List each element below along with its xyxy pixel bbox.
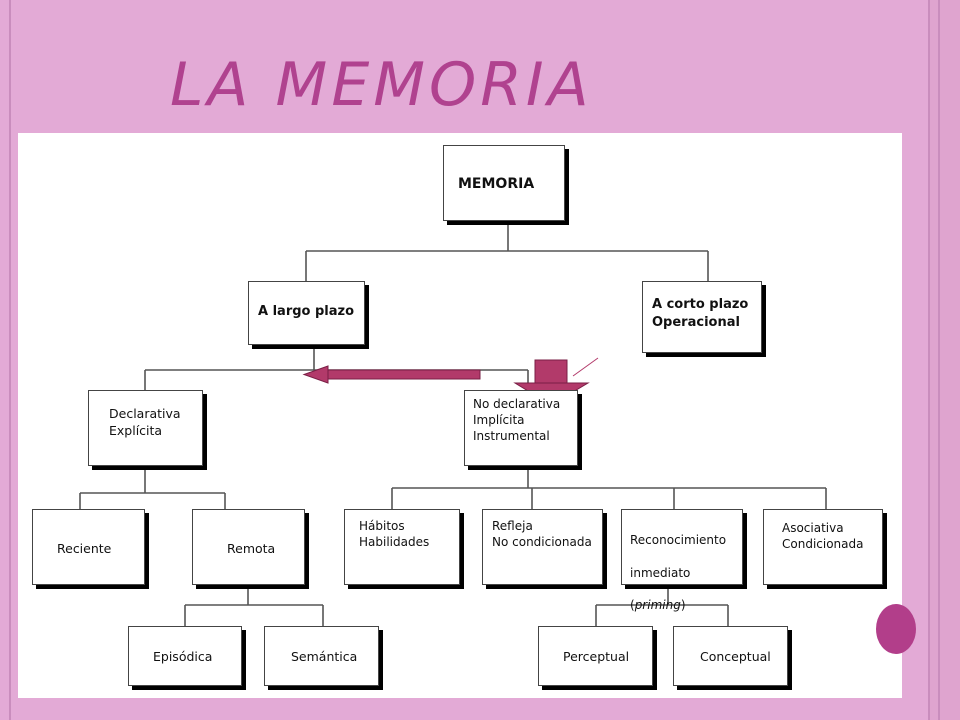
node-remote-label: Remota [227,541,276,556]
node-associative: Asociativa Condicionada [763,509,883,585]
node-non-declarative-label: No declarativa Implícita Instrumental [473,397,561,444]
node-conceptual: Conceptual [673,626,788,686]
node-remote: Remota [192,509,305,585]
node-reflex-label: Refleja No condicionada [492,519,592,550]
node-semantic: Semántica [264,626,379,686]
node-memoria-label: MEMORIA [458,176,535,192]
node-long-term-label: A largo plazo [258,304,355,319]
node-perceptual-label: Perceptual [563,649,630,664]
slide-title: LA MEMORIA [170,50,593,120]
recognition-line-1: Reconocimiento [630,533,727,548]
memory-diagram: MEMORIA A largo plazo A corto plazo Oper… [18,133,902,698]
node-perceptual: Perceptual [538,626,653,686]
right-decorative-band [928,0,960,720]
node-episodic: Episódica [128,626,242,686]
recognition-priming: priming [634,597,681,612]
decorative-circle [876,604,916,654]
node-long-term: A largo plazo [248,281,365,345]
recognition-paren-close: ) [680,597,686,612]
recognition-paren-open: ( [630,597,635,612]
node-short-term: A corto plazo Operacional [642,281,762,353]
node-reflex: Refleja No condicionada [482,509,603,585]
recognition-line-2: inmediato [630,565,691,580]
node-habits-label: Hábitos Habilidades [359,519,430,550]
left-arrow-annotation [302,365,481,384]
node-declarative-label: Declarativa Explícita [109,406,181,438]
diagram-connectors [79,220,827,626]
node-habits: Hábitos Habilidades [344,509,460,585]
left-decorative-rule [9,0,11,720]
node-recognition: Reconocimiento inmediato (priming) [621,509,743,612]
node-recognition-label: Reconocimiento inmediato (priming) [630,516,726,613]
node-memoria: MEMORIA [443,145,565,221]
node-conceptual-label: Conceptual [700,649,771,664]
node-non-declarative: No declarativa Implícita Instrumental [464,390,578,466]
node-short-term-label: A corto plazo Operacional [652,297,749,330]
down-arrow-annotation [513,357,599,406]
node-associative-label: Asociativa Condicionada [782,521,864,552]
node-declarative: Declarativa Explícita [88,390,203,466]
arrow-tick [572,357,599,377]
node-recent-label: Reciente [57,541,112,556]
node-semantic-label: Semántica [291,649,358,664]
node-recent: Reciente [32,509,145,585]
node-episodic-label: Episódica [153,649,213,664]
